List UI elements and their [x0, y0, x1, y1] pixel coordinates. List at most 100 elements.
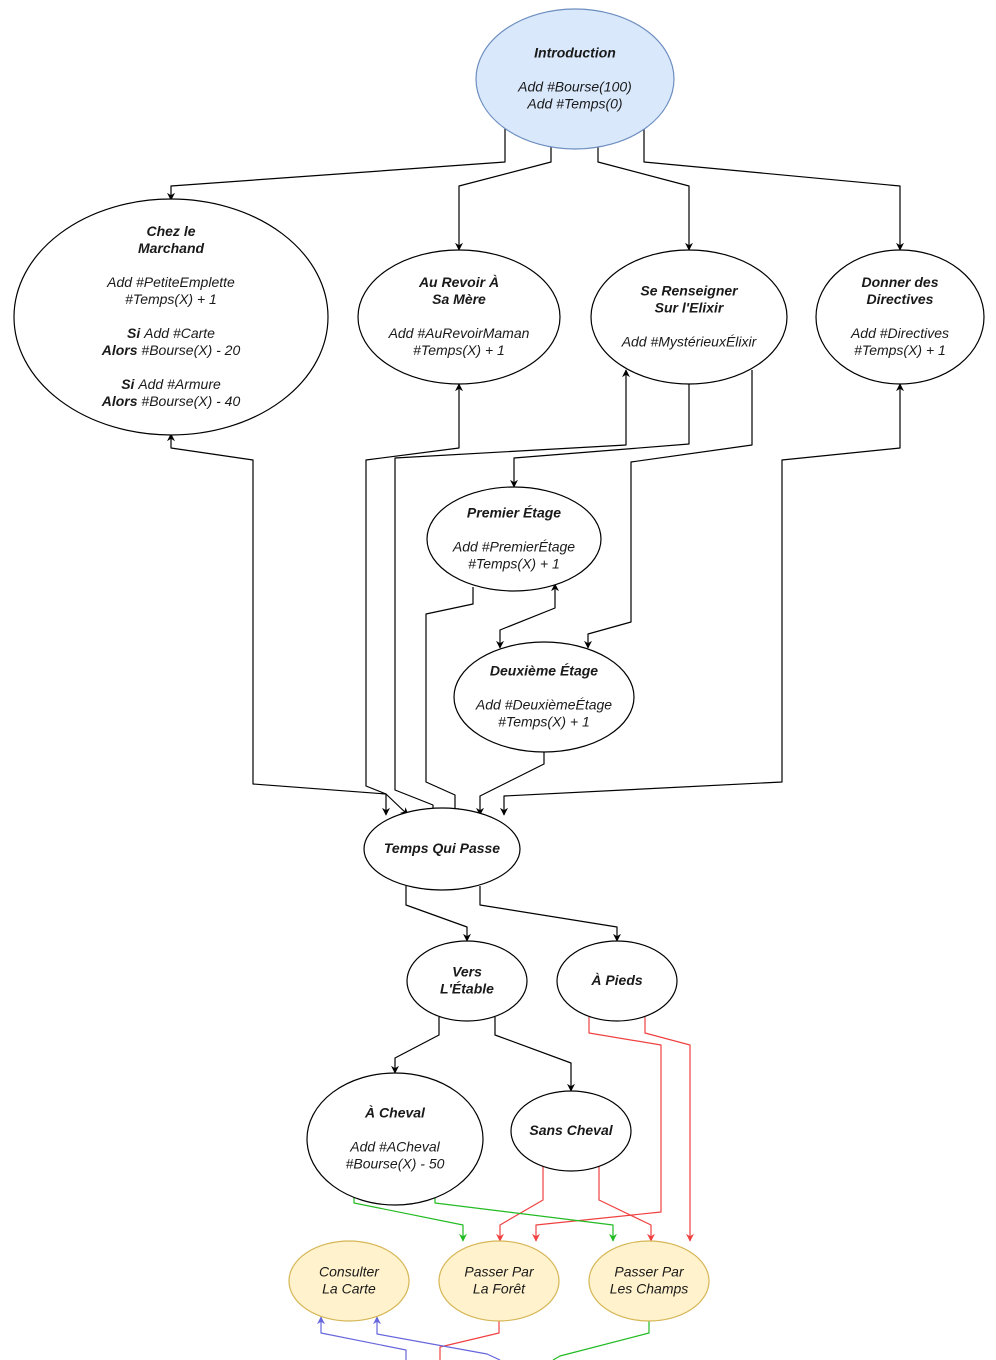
node-text-regular: #Bourse(X) - 50 — [346, 1155, 445, 1171]
node-text-line: Chez le — [146, 223, 195, 239]
node-a-pieds: À Pieds — [556, 940, 678, 1022]
node-text-bold: Sa Mère — [432, 291, 486, 307]
node-text-regular: La Carte — [322, 1280, 376, 1296]
edge-etable-to-sans-cheval — [494, 1017, 575, 1092]
node-shape-chez-le-marchand — [13, 198, 329, 436]
node-text-bold: L'Étable — [440, 980, 494, 996]
node-shape-premier-etage — [426, 486, 602, 592]
node-text-line: Add #MystérieuxÉlixir — [621, 333, 758, 349]
edge-pieds-to-champs — [644, 1017, 694, 1242]
node-text-bold: À Pieds — [590, 972, 643, 988]
edge-temps-to-pieds — [479, 886, 621, 942]
edge-foret-down — [439, 1321, 500, 1360]
node-text-regular: Les Champs — [610, 1280, 689, 1296]
node-text-regular: #Bourse(X) - 40 — [141, 393, 240, 409]
node-text-regular: Add #AuRevoirMaman — [388, 325, 530, 341]
edge-up-to-carte-1 — [317, 1316, 407, 1360]
edge-temps-to-etable — [405, 886, 471, 942]
node-text-bold: Temps Qui Passe — [384, 840, 500, 856]
node-text-regular: #Temps(X) + 1 — [498, 713, 590, 729]
node-text-line: Add #Bourse(100) — [517, 78, 632, 94]
node-text-line: Passer Par — [614, 1263, 685, 1279]
edge-pieds-to-foret — [532, 1017, 662, 1242]
node-text-line: À Cheval — [364, 1104, 426, 1120]
edge-deuxieme-to-temps — [476, 752, 545, 816]
node-text-line: Si Add #Carte — [127, 325, 215, 341]
node-text-line: L'Étable — [440, 980, 494, 996]
edge-etable-to-cheval — [391, 1017, 440, 1074]
node-text-regular: La Forêt — [473, 1280, 526, 1296]
edge-premier-to-temps — [425, 587, 474, 816]
edge-up-to-carte-2 — [373, 1316, 501, 1360]
node-text-line: Add #PetiteEmplette — [106, 274, 235, 290]
node-text-bold: Vers — [452, 963, 482, 979]
node-text-regular: Add #Carte — [143, 325, 215, 341]
edge-renseigner-to-premier — [510, 384, 690, 488]
node-text-line: Se Renseigner — [640, 282, 739, 298]
node-text-line: Add #AuRevoirMaman — [388, 325, 530, 341]
node-shape-sans-cheval — [510, 1090, 632, 1172]
node-shape-consulter-la-carte — [288, 1240, 410, 1322]
node-text-regular: Add #Directives — [850, 325, 949, 341]
node-text-bold: Si — [121, 376, 138, 392]
node-text-line: Temps Qui Passe — [384, 840, 500, 856]
node-temps-qui-passe: Temps Qui Passe — [363, 807, 521, 891]
edge-intro-to-directives — [643, 128, 904, 251]
node-text-line: Directives — [867, 291, 934, 307]
node-text-bold: Au Revoir À — [418, 274, 499, 290]
node-shape-temps-qui-passe — [363, 807, 521, 891]
node-text-bold: Alors — [101, 393, 142, 409]
node-shape-a-pieds — [556, 940, 678, 1022]
node-text-line: La Forêt — [473, 1280, 526, 1296]
node-text-regular: Add #DeuxièmeÉtage — [475, 696, 612, 712]
edge-intro-to-marchand — [167, 128, 506, 201]
node-text-line: Marchand — [138, 240, 205, 256]
node-text-bold: Deuxième Étage — [490, 662, 598, 678]
node-shape-se-renseigner-sur-l-elixir — [590, 249, 788, 385]
node-text-line: Introduction — [534, 44, 616, 60]
node-text-line: Passer Par — [464, 1263, 535, 1279]
node-text-bold: Introduction — [534, 44, 616, 60]
node-text-regular: Passer Par — [614, 1263, 685, 1279]
node-text-bold: Alors — [101, 342, 142, 358]
node-text-line: #Bourse(X) - 50 — [346, 1155, 445, 1171]
node-text-line: #Temps(X) + 1 — [125, 291, 217, 307]
node-text-bold: Sur l'Elixir — [655, 299, 725, 315]
node-text-regular: Add #PremierÉtage — [452, 538, 575, 554]
node-text-regular: #Temps(X) + 1 — [125, 291, 217, 307]
node-text-line: Sans Cheval — [529, 1122, 613, 1138]
edge-sans-cheval-to-champs — [598, 1166, 655, 1242]
node-text-regular: Add #Armure — [137, 376, 221, 392]
node-text-regular: Passer Par — [464, 1263, 535, 1279]
node-text-line: Add #Temps(0) — [526, 95, 622, 111]
node-text-regular: Add #PetiteEmplette — [106, 274, 235, 290]
node-text-bold: Sans Cheval — [529, 1122, 613, 1138]
edge-intro-to-aurevoir — [455, 146, 552, 251]
node-text-bold: Chez le — [146, 223, 195, 239]
node-shape-deuxieme-etage — [453, 641, 635, 753]
edge-premier-deuxieme — [496, 583, 559, 649]
node-text-line: Alors #Bourse(X) - 40 — [101, 393, 241, 409]
node-text-line: Si Add #Armure — [121, 376, 221, 392]
node-text-line: Donner des — [861, 274, 938, 290]
edge-cheval-to-champs — [434, 1187, 617, 1242]
node-text-line: La Carte — [322, 1280, 376, 1296]
edge-champs-down — [552, 1321, 650, 1360]
node-text-line: Add #Directives — [850, 325, 949, 341]
edges-layer — [167, 128, 904, 1360]
edge-directives-temps — [500, 383, 904, 816]
node-shape-passer-par-les-champs — [588, 1240, 710, 1322]
node-text-bold: Premier Étage — [467, 504, 561, 520]
node-text-bold: Directives — [867, 291, 934, 307]
node-sans-cheval: Sans Cheval — [510, 1090, 632, 1172]
edge-marchand-temps — [167, 433, 409, 816]
node-text-line: Deuxième Étage — [490, 662, 598, 678]
